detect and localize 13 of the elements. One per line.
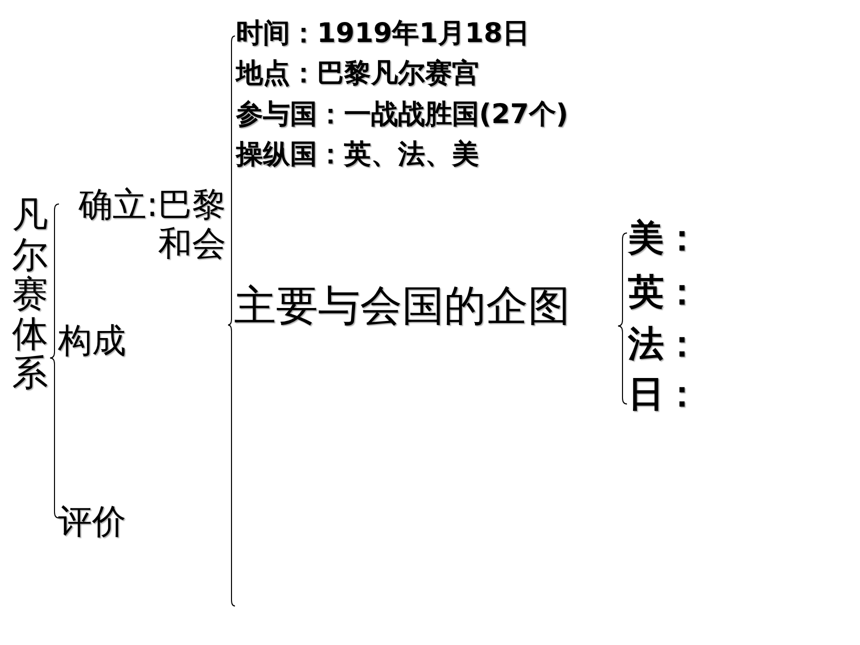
outline-text: 参与国：一战战胜国(27个) xyxy=(236,99,568,130)
outline-text: 主要与会国的企图 xyxy=(234,282,570,330)
outline-text: 时间：1919年1月18日 xyxy=(236,18,530,50)
outline-text: 确立:巴黎和会 xyxy=(78,186,226,264)
outline-text: 操纵国：英、法、美 xyxy=(236,139,479,170)
outline-text: 地点：巴黎凡尔赛宫 xyxy=(236,58,479,90)
outline-text: 日： xyxy=(628,374,700,416)
outline-text: 英： xyxy=(628,272,700,314)
outline-text: 美： xyxy=(628,218,700,260)
outline-text: 法： xyxy=(628,324,700,366)
vertical-title: 凡尔赛体系 xyxy=(12,196,48,394)
outline-text: 构成 xyxy=(58,322,126,362)
outline-text: 评价 xyxy=(58,503,126,542)
